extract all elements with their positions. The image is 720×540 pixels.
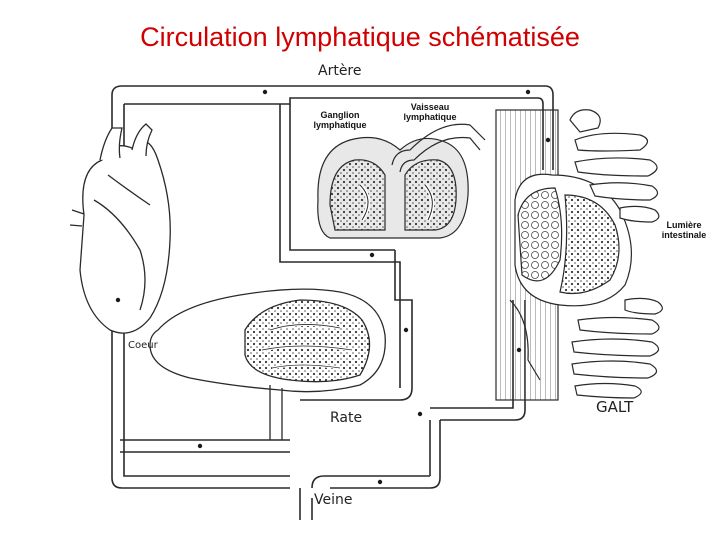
label-ganglion-line2: lymphatique [313,120,367,130]
flow-markers [115,89,551,485]
lymph-node-illustration [317,123,486,239]
label-lumiere-line2: intestinale [661,230,707,240]
label-vaisseau-line1: Vaisseau [410,102,450,112]
galt-illustration [495,109,663,401]
label-vaisseau: Vaisseau lymphatique [390,102,470,122]
label-coeur: Coeur [128,340,158,351]
label-veine: Veine [314,492,353,508]
label-vaisseau-line2: lymphatique [403,112,457,122]
spleen-illustration [149,288,386,440]
label-ganglion-line1: Ganglion [320,110,360,120]
label-lumiere-line1: Lumière [666,220,702,230]
label-galt: GALT [596,398,634,416]
label-lumiere: Lumière intestinale [652,220,716,240]
diagram-title: Circulation lymphatique schématisée [140,22,580,52]
label-ganglion: Ganglion lymphatique [300,110,380,130]
heart-illustration [69,123,171,334]
label-rate: Rate [330,410,363,426]
label-artere: Artère [318,63,362,79]
